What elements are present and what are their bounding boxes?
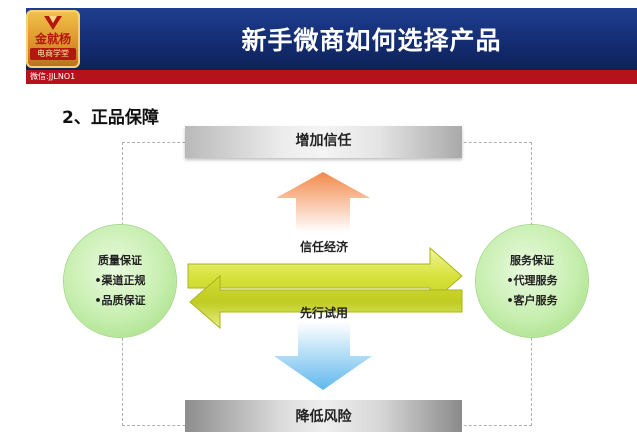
section-heading: 2、正品保障 xyxy=(62,108,159,128)
logo-name: 金就杨 xyxy=(34,32,71,46)
up-arrow-icon xyxy=(276,172,370,232)
logo-subtitle: 电商学堂 xyxy=(30,48,76,60)
trial-first-label: 先行试用 xyxy=(300,306,349,320)
wechat-id: 微信:JJLNO1 xyxy=(30,72,76,81)
header-banner: 新手微商如何选择产品 xyxy=(26,8,637,70)
quality-item: •渠道正规 xyxy=(94,274,146,287)
down-arrow-icon xyxy=(274,322,372,390)
risk-box-label: 降低风险 xyxy=(295,409,352,425)
service-circle-text: 服务保证 •代理服务 •客户服务 xyxy=(476,251,588,311)
logo-emblem-icon xyxy=(44,16,62,30)
red-strip: 微信:JJLNO1 xyxy=(26,70,637,84)
quality-item: •品质保证 xyxy=(94,294,146,307)
page-title: 新手微商如何选择产品 xyxy=(241,26,502,55)
trust-box-label: 增加信任 xyxy=(295,133,352,149)
logo: 金就杨 电商学堂 xyxy=(26,10,80,68)
service-item: •客户服务 xyxy=(506,294,558,307)
quality-title: 质量保证 xyxy=(98,254,142,267)
trust-box: 增加信任 xyxy=(185,126,462,158)
left-arrow-icon xyxy=(189,274,463,330)
quality-circle: 质量保证 •渠道正规 •品质保证 xyxy=(64,225,176,337)
trust-economy-label: 信任经济 xyxy=(300,240,349,254)
quality-circle-text: 质量保证 •渠道正规 •品质保证 xyxy=(64,251,176,311)
service-circle: 服务保证 •代理服务 •客户服务 xyxy=(476,225,588,337)
risk-box: 降低风险 xyxy=(185,400,462,432)
service-item: •代理服务 xyxy=(506,274,558,287)
service-title: 服务保证 xyxy=(510,254,554,267)
